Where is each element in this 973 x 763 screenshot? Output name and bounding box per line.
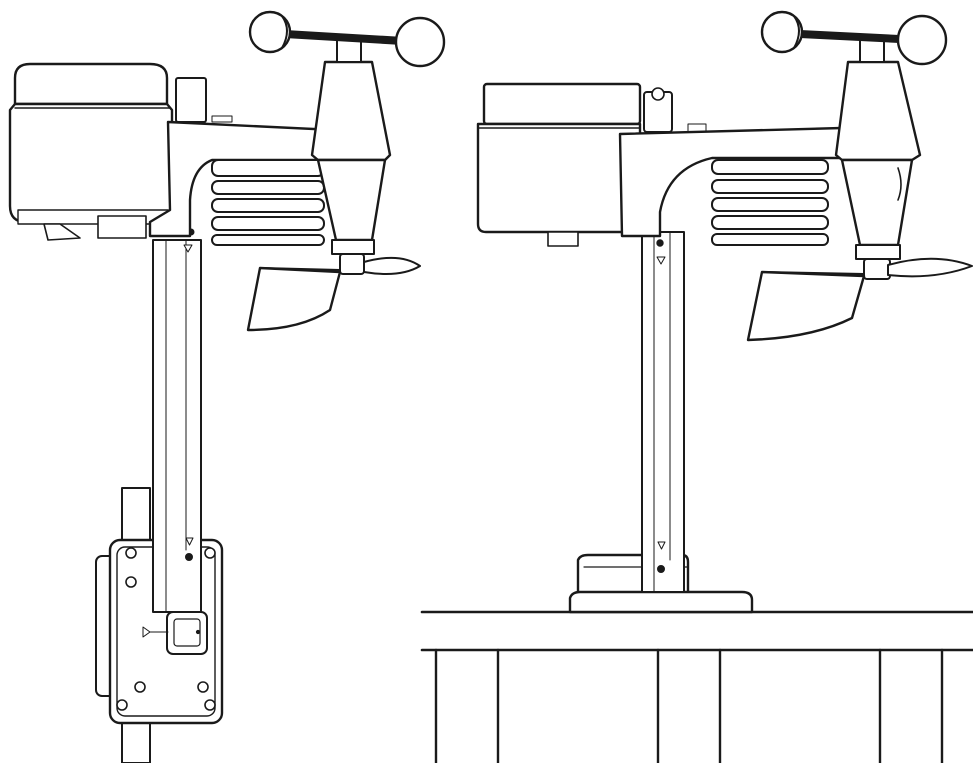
anemometer-column: [834, 37, 922, 280]
radiation-shield: [711, 159, 829, 246]
railing: [420, 610, 973, 763]
station-mast: [152, 228, 202, 613]
wind-vane: [246, 256, 421, 332]
bracket-screws: [116, 547, 216, 711]
rain-gauge: [476, 82, 642, 247]
wind-vane: [746, 257, 973, 342]
radiation-shield: [211, 159, 325, 246]
sensor-housing: [618, 87, 852, 238]
anemometer-cups: [248, 10, 446, 68]
pole-mount-view: [8, 10, 446, 763]
station-mast: [641, 231, 685, 593]
sensor-housing: [148, 77, 347, 238]
railing-posts: [434, 648, 944, 763]
railing-mount-view: [420, 10, 973, 763]
rain-gauge: [8, 62, 174, 241]
anemometer-column: [310, 39, 392, 275]
anemometer-cups: [760, 10, 948, 66]
